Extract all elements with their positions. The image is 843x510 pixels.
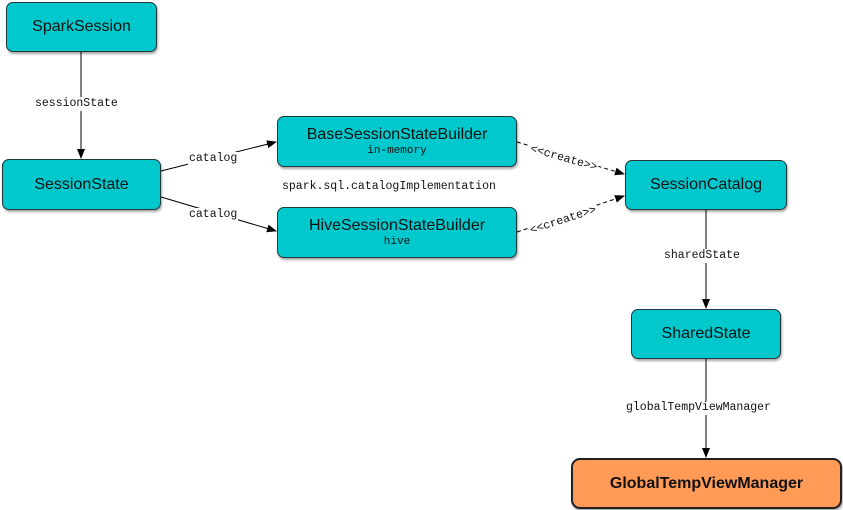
base-builder-label: BaseSessionStateBuilder (306, 126, 488, 143)
catalog-implementation-annotation: spark.sql.catalogImplementation (282, 180, 496, 193)
catalog-base-edge-label: catalog (188, 152, 239, 166)
hive-builder-sub: hive (383, 236, 411, 248)
shared-state-node: SharedState (631, 309, 781, 359)
spark-session-label: SparkSession (32, 18, 131, 35)
shared-state-edge-label: sharedState (663, 249, 741, 263)
spark-session-node: SparkSession (6, 2, 157, 52)
session-state-edge-label: sessionState (34, 97, 119, 111)
base-session-state-builder-node: BaseSessionStateBuilder in-memory (277, 116, 517, 167)
hive-session-state-builder-node: HiveSessionStateBuilder hive (277, 207, 517, 258)
base-builder-sub: in-memory (367, 145, 427, 157)
global-temp-edge-label: globalTempViewManager (625, 401, 772, 415)
session-catalog-label: SessionCatalog (649, 176, 763, 193)
global-temp-view-manager-label: GlobalTempViewManager (609, 474, 804, 492)
connector-create-base (516, 141, 625, 176)
shared-state-label: SharedState (661, 325, 751, 342)
session-catalog-node: SessionCatalog (625, 160, 787, 210)
session-state-label: SessionState (34, 175, 129, 193)
session-state-node: SessionState (2, 159, 161, 210)
catalog-hive-edge-label: catalog (188, 208, 239, 222)
hive-builder-label: HiveSessionStateBuilder (308, 217, 486, 234)
global-temp-view-manager-node: GlobalTempViewManager (571, 458, 842, 509)
